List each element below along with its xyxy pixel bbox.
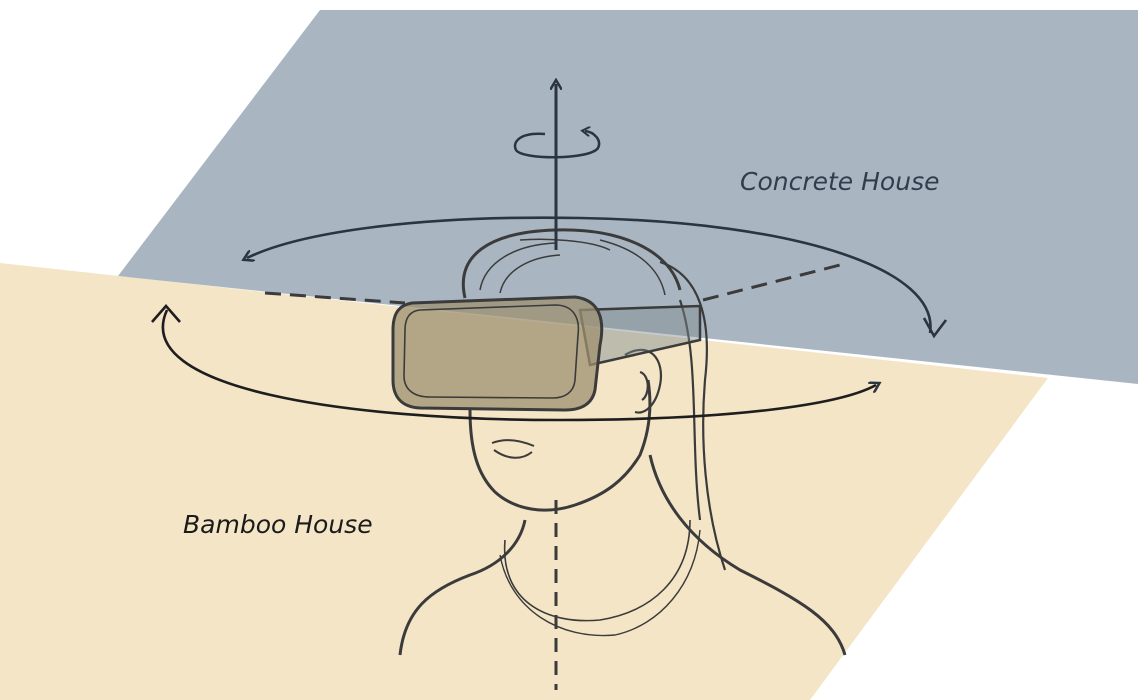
bamboo-rotation-arrow	[161, 309, 876, 422]
necklace-outline	[503, 519, 691, 622]
collar-outline	[499, 529, 701, 637]
bamboo-arrow-left-tip	[151, 304, 181, 323]
headset-front	[403, 304, 580, 399]
face-outline	[468, 379, 652, 512]
concrete-house-label: Concrete House	[740, 167, 940, 196]
headset-body	[391, 295, 604, 412]
bamboo-plane	[0, 263, 1048, 700]
ponytail-outline	[659, 260, 727, 571]
shoulders-outline	[398, 454, 847, 656]
ear	[624, 348, 663, 414]
bamboo-house-label: Bamboo House	[183, 510, 373, 539]
concrete-plane	[118, 10, 1138, 384]
lips	[491, 439, 535, 459]
concrete-rotation-arrow	[247, 216, 932, 334]
yaw-rotation-arrow	[513, 131, 601, 159]
hair-strands	[479, 238, 666, 296]
concrete-arrow-right-tip	[922, 317, 948, 339]
